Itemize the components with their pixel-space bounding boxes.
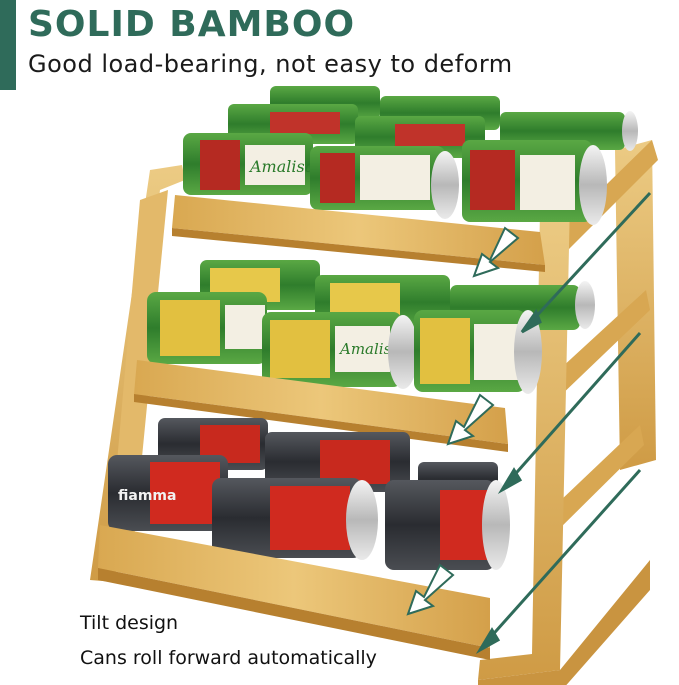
accent-bar (0, 0, 16, 90)
caption-roll-forward: Cans roll forward automatically (80, 647, 377, 669)
bottom-tier-cans: fiamma (108, 418, 510, 570)
caption-tilt-design: Tilt design (80, 612, 179, 634)
top-shelf (172, 195, 545, 272)
middle-shelf (134, 360, 508, 452)
middle-tier-cans: Amalisa (147, 260, 595, 394)
can-label-bottom: fiamma (118, 488, 176, 504)
roll-forward-arrows (406, 226, 520, 616)
can-label-top: Amalisa (248, 157, 314, 176)
tilt-arrows (475, 191, 652, 655)
subheadline: Good load-bearing, not easy to deform (28, 50, 513, 78)
headline: SOLID BAMBOO (28, 4, 356, 45)
top-tier-cans: Amalisa (183, 86, 638, 225)
can-label-middle: Amalisa (338, 340, 400, 358)
bottom-shelf (98, 525, 490, 660)
